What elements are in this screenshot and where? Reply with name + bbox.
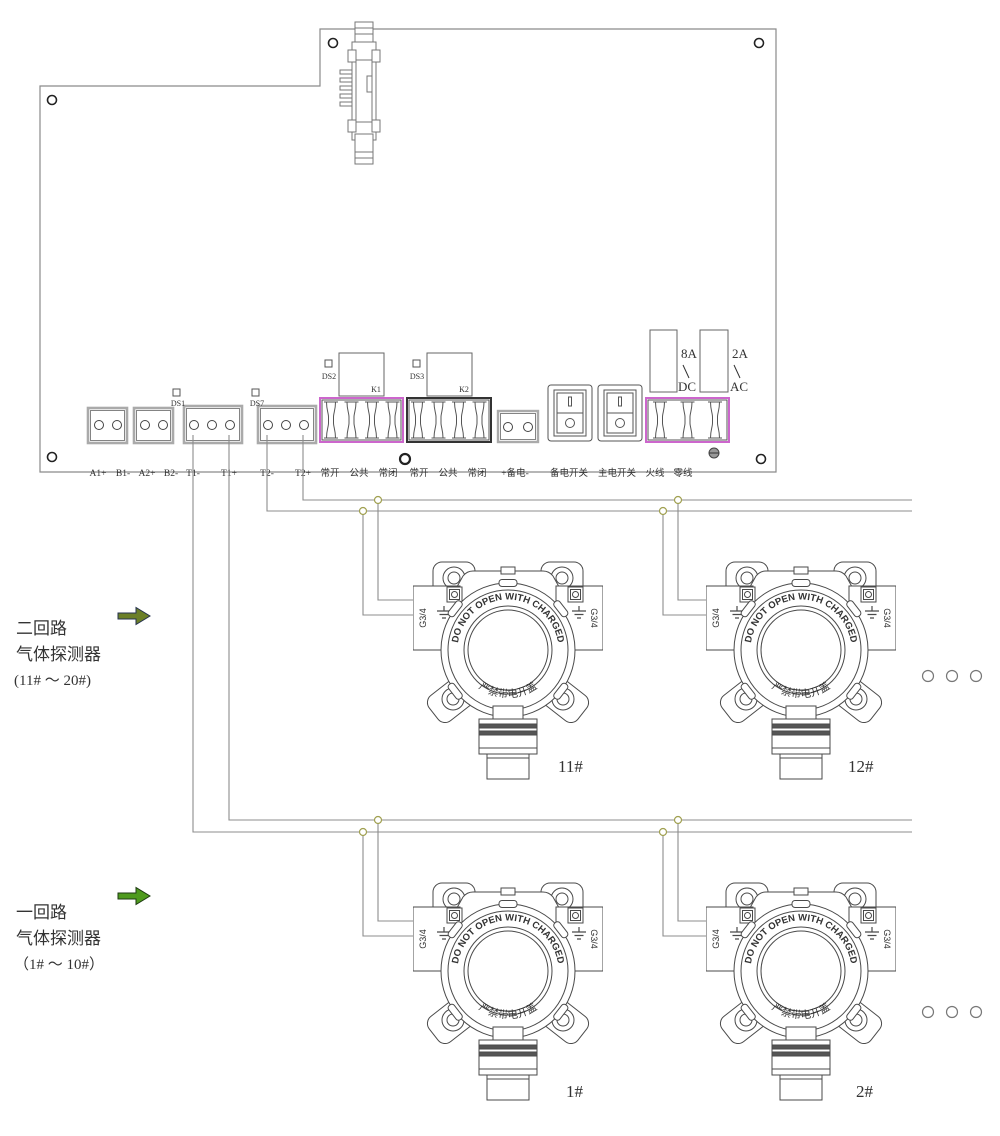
board-mounting-holes xyxy=(46,37,767,466)
loop1-bus-minus xyxy=(192,435,912,833)
fuse-ac-amp-label: 2A xyxy=(732,346,749,361)
loop-wiring xyxy=(192,435,912,937)
terminal-label-nc1: 常闭 xyxy=(378,467,397,479)
loop2-caption-range: (11# ～ 20#) xyxy=(14,673,91,689)
gas-detector-2 xyxy=(706,882,896,1101)
relay-k2: K2 xyxy=(426,352,473,397)
drop-12-minus xyxy=(662,511,706,616)
terminal-label-a2: A2+ xyxy=(139,469,156,479)
drop-2-plus xyxy=(677,820,706,922)
loop2-caption-line2: 气体探测器 xyxy=(16,645,101,664)
terminal-label-b1: B1- xyxy=(116,469,130,479)
gas-detector-12 xyxy=(706,561,896,780)
control-board: DS1 DS7 DS2 DS3 K1 K2 xyxy=(39,21,777,479)
relay-k1: K1 xyxy=(338,352,385,397)
ds1-label: DS1 xyxy=(171,399,185,408)
terminal-label-battery: +备电- xyxy=(501,467,529,479)
ds1-indicator: DS1 xyxy=(171,388,185,408)
relay-strip-k1 xyxy=(319,397,404,443)
loop1-caption-line2: 气体探测器 xyxy=(16,929,101,948)
relay-strip-k2 xyxy=(406,397,492,443)
drop-1-plus xyxy=(377,820,413,922)
fuse-ac-label: AC xyxy=(730,379,748,394)
terminal-label-com2: 公共 xyxy=(438,468,458,479)
loop1-arrow-icon xyxy=(117,886,151,906)
loop2-bus-minus xyxy=(266,435,912,512)
detector-label-11: 11# xyxy=(558,757,583,776)
terminal-block-a2b2 xyxy=(132,406,175,445)
ds3-indicator: DS3 xyxy=(410,359,424,381)
wire-junctions xyxy=(358,495,683,837)
loop2-arrow-icon xyxy=(117,606,151,626)
ds2-label: DS2 xyxy=(322,372,336,381)
ds7-label: DS7 xyxy=(250,399,264,408)
terminal-label-no2: 常开 xyxy=(409,467,429,479)
loop2-bus-plus xyxy=(302,435,912,501)
terminal-label-nc2: 常闭 xyxy=(467,467,486,479)
fuse-dc: 8A DC xyxy=(649,329,698,394)
loop1-bus-plus xyxy=(228,435,912,821)
terminal-label-b2: B2- xyxy=(164,469,178,479)
board-screw xyxy=(708,447,720,459)
terminal-label-live: 火线 xyxy=(645,467,665,479)
gas-detector-1 xyxy=(413,882,603,1101)
terminal-label-neutral: 零线 xyxy=(673,467,693,479)
loop1-caption-line1: 一回路 xyxy=(16,903,67,922)
terminal-block-a1b1 xyxy=(86,406,129,445)
fuse-dc-amp-label: 8A xyxy=(681,346,698,361)
detector-label-12: 12# xyxy=(848,757,874,776)
k1-label: K1 xyxy=(371,385,381,394)
detector-label-2: 2# xyxy=(856,1082,874,1101)
battery-terminal-block xyxy=(496,409,540,444)
terminal-label-no1: 常开 xyxy=(320,467,340,479)
loop2-caption-line1: 二回路 xyxy=(16,619,67,638)
terminal-label-a1: A1+ xyxy=(90,469,107,479)
detector-label-1: 1# xyxy=(566,1082,584,1101)
drop-11-plus xyxy=(377,500,413,601)
main-power-switch xyxy=(597,384,643,442)
fuse-dc-label: DC xyxy=(678,379,696,394)
continuation-dots-loop2 xyxy=(921,669,983,683)
drop-12-plus xyxy=(677,500,706,601)
continuation-dots-loop1 xyxy=(921,1005,983,1019)
program-port-connector xyxy=(339,21,381,165)
drop-1-minus xyxy=(362,832,413,937)
terminal-label-main-switch: 主电开关 xyxy=(598,467,637,479)
terminal-block-t2 xyxy=(256,404,318,445)
backup-power-switch xyxy=(547,384,593,442)
loop1-caption-range: （1# ～ 10#） xyxy=(14,956,104,973)
ds3-label: DS3 xyxy=(410,372,424,381)
terminal-label-battery-switch: 备电开关 xyxy=(550,467,589,479)
k2-label: K2 xyxy=(459,385,469,394)
fuse-ac: 2A AC xyxy=(699,329,749,394)
loop2-caption: 二回路 气体探测器 (11# ～ 20#) xyxy=(14,606,151,689)
loop1-caption: 一回路 气体探测器 （1# ～ 10#） xyxy=(14,886,151,973)
drop-2-minus xyxy=(662,832,706,937)
ds2-indicator: DS2 xyxy=(322,359,336,381)
board-outline xyxy=(39,28,777,473)
mains-terminal-strip xyxy=(645,397,730,443)
terminal-label-com1: 公共 xyxy=(349,468,369,479)
gas-detector-11 xyxy=(413,561,603,780)
ds7-indicator: DS7 xyxy=(250,388,264,408)
terminal-block-t1 xyxy=(182,404,244,445)
drop-11-minus xyxy=(362,511,413,616)
